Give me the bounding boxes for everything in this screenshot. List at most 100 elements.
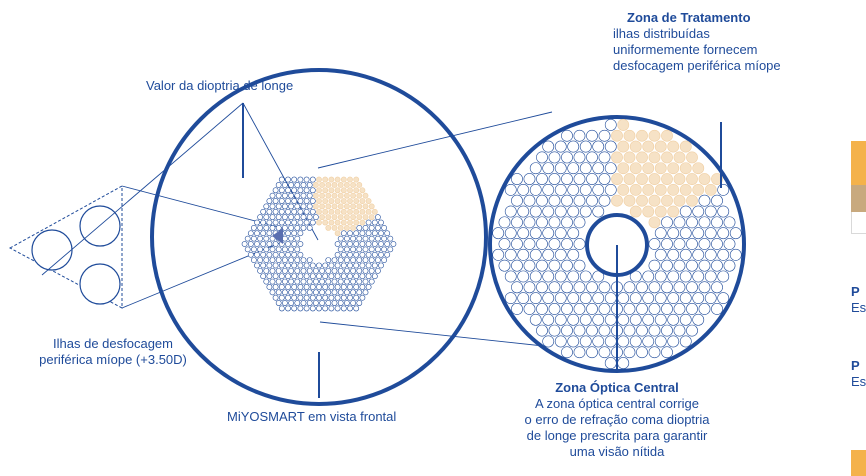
island-lenslet [340,294,347,301]
island-lenslet [378,219,384,226]
island-lenslet [334,294,341,301]
distance-value-label: Valor da dioptria de longe [146,78,294,93]
island-lenslet [347,284,353,290]
front-lens [150,68,488,406]
island-lenslet [704,205,717,218]
island-lenslet [322,305,329,312]
island-lenslet [331,214,338,221]
island-lenslet [303,284,310,290]
island-lenslet [340,273,347,280]
central-zone-line: de longe prescrita para garantir [526,428,708,443]
island-lenslet [536,281,548,294]
island-lenslet [511,259,523,272]
island-lenslet [281,246,288,253]
island-lenslet [692,162,705,175]
island-lenslet [679,248,692,261]
island-lenslet [381,224,387,231]
island-lenslet [573,151,586,164]
island-lenslet [387,235,394,242]
leader-line [121,241,283,309]
island-lenslet [598,151,611,164]
island-lenslet [717,183,730,196]
island-lenslet [340,208,347,215]
islands-line: periférica míope (+3.50D) [39,352,187,367]
island-lenslet [266,284,273,290]
island-lenslet [350,289,356,296]
island-lenslet [325,192,332,199]
island-lenslet [347,187,353,194]
island-lenslet [567,335,580,348]
island-lenslet [623,346,636,359]
island-lenslet [704,183,717,196]
island-lenslet [319,182,325,188]
island-lenslet [275,246,282,253]
island-lenslet [319,214,325,221]
island-lenslet [567,270,580,283]
island-lenslet [312,300,319,306]
island-lenslet [517,205,530,218]
island-lenslet [294,214,301,221]
island-lenslet [704,270,717,283]
front-lens-islands [241,176,397,312]
island-lenslet [723,238,736,250]
island-lenslet [617,140,630,153]
island-lenslet [529,183,542,196]
island-lenslet [297,262,304,269]
island-lenslet [325,203,332,210]
island-lenslet [686,324,698,337]
island-lenslet [362,257,369,264]
island-lenslet [636,281,648,294]
islands-line: Ilhas de desfocagem [53,336,173,351]
island-lenslet [334,230,341,237]
island-lenslet [291,284,298,290]
island-lenslet [390,241,397,247]
island-lenslet [272,294,279,301]
island-lenslet [667,205,680,218]
island-lenslet [717,292,730,305]
central-zone-line: A zona óptica central corrige [534,396,700,411]
island-lenslet [281,192,288,199]
island-lenslet [636,324,648,337]
island-lenslet [381,246,387,253]
island-lenslet [667,140,680,153]
island-lenslet [272,208,279,215]
island-lenslet [309,198,316,204]
island-lenslet [729,248,742,261]
island-lenslet [529,227,542,240]
island-lenslet [368,267,375,274]
island-lenslet [250,246,257,253]
island-lenslet [309,176,316,183]
island-lenslet [340,305,347,312]
central-zone-line: o erro de refração coma dioptria [524,412,710,427]
island-lenslet [353,208,360,215]
island-lenslet [711,173,723,185]
island-lenslet [362,235,369,242]
island-lenslet [337,278,344,285]
orange-swatch [851,450,866,476]
island-lenslet [554,335,567,348]
island-lenslet [303,273,310,280]
island-lenslet [334,262,341,269]
island-lenslet [266,273,273,280]
island-lenslet [692,248,705,261]
island-lenslet [312,289,319,296]
island-lenslet [334,251,341,258]
island-lenslet [319,289,325,296]
island-lenslet [291,198,298,204]
island-lenslet [260,273,267,280]
island-lenslet [328,198,335,204]
island-lenslet [711,238,723,250]
island-lenslet [611,129,623,142]
island-lenslet [362,246,369,253]
island-lenslet [325,289,332,296]
island-lenslet [654,270,667,283]
island-lenslet [654,140,667,153]
island-lenslet [704,227,717,240]
island-lenslet [642,162,655,175]
island-lenslet [648,129,661,142]
island-lenslet [356,300,363,306]
island-lenslet [554,140,567,153]
island-lenslet [542,205,555,218]
central-zone-label: Zona Óptica Central A zona óptica centra… [494,380,740,460]
island-lenslet [303,208,310,215]
